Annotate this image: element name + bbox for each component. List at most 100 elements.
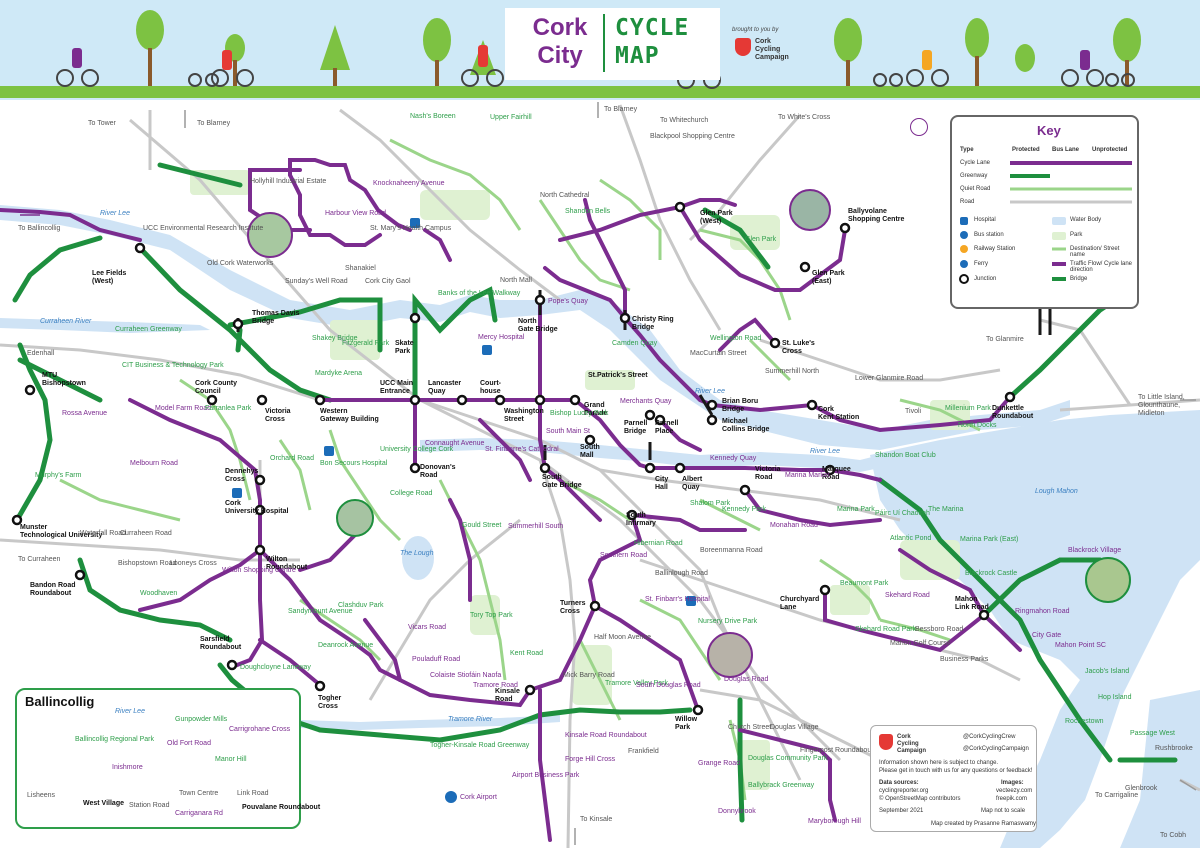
place-hollyhill: Hollyhill Industrial Estate: [250, 178, 327, 185]
place-st-finbarrs-hospital: St. Finbarr's Hospital: [645, 596, 710, 603]
junction-lee-fields: [134, 242, 146, 254]
place-summerhill: Summerhill North: [765, 368, 820, 375]
place-summerhill-south: Summerhill South: [508, 523, 564, 530]
photo-schoolbay: [336, 499, 374, 537]
hospital-icon: [686, 596, 696, 606]
place-rushbrooke: Rushbrooke: [1155, 745, 1193, 752]
place-connaught: Connaught Avenue: [425, 440, 485, 447]
junction-victoria-road: [739, 484, 751, 496]
junction-churchyard: [819, 584, 831, 596]
photo-bus-lane: [789, 189, 831, 231]
junction-mtu-tech: [11, 514, 23, 526]
label-glen-west: Glen Park(West): [700, 210, 733, 225]
to-whitechurch-label: To Whitechurch: [660, 117, 709, 124]
junction-albert-quay: [674, 462, 686, 474]
junction-skate-park: [409, 312, 421, 324]
direction-arrows: [20, 102, 1197, 845]
junction-south-mall: [584, 434, 596, 446]
the-lough-water: [402, 536, 434, 580]
credit-twitter[interactable]: @CorkCyclingCrew: [963, 734, 1016, 740]
place-mercy: Mercy Hospital: [478, 334, 525, 341]
credit-s1: cyclingreporter.org: [879, 788, 929, 794]
junction-glen-east: [799, 261, 811, 273]
label-glen-east: Glen Park(East): [812, 270, 845, 285]
tree-icon: [1015, 44, 1035, 72]
place-popes-quay: Pope's Quay: [548, 298, 588, 305]
place-marina-market: Marina Market: [785, 472, 830, 479]
place-shalom: Shalom Park: [690, 500, 731, 507]
tramore-river: [300, 715, 560, 730]
key-title: Key: [1037, 123, 1061, 138]
place-douglas-village: Douglas Village: [770, 724, 819, 731]
key-row-road: Road: [960, 199, 975, 205]
place-douglas-road: Douglas Road: [724, 676, 769, 683]
junction-bandon-road: [74, 569, 86, 581]
place-ucc-env: UCC Environmental Research Institute: [143, 225, 264, 232]
tree-icon: [1113, 18, 1141, 62]
place-wellington: Wellington Road: [710, 335, 762, 342]
place-doughcloyne: Doughcloyne Laneway: [240, 664, 311, 671]
place-maryborough: Maryborough Hill: [808, 818, 861, 825]
place-hibernian: Hibernian Road: [634, 540, 683, 547]
key-bridge: Bridge: [1070, 276, 1088, 282]
junction-kinsale-road: [524, 684, 536, 696]
place-river-lee-3: River Lee: [810, 448, 840, 455]
photo-insets: [247, 189, 1131, 678]
place-kennedy-quay: Kennedy Quay: [710, 455, 757, 462]
credit-date: September 2021: [879, 808, 924, 814]
photo-greenway: [1085, 557, 1131, 603]
junction-parnell-place: [654, 414, 666, 426]
junction-togher: [314, 680, 326, 692]
place-shandon-boat: Shandon Boat Club: [875, 452, 936, 459]
place-maccurtain: MacCurtain Street: [690, 350, 747, 357]
place-mahon-golf: Mahon Golf Course: [890, 640, 951, 647]
junction-wilton: [254, 544, 266, 556]
brought-by-text: brought to you by: [732, 27, 779, 33]
label-lee-fields: Lee Fields(West): [92, 270, 127, 285]
credit-facebook[interactable]: @CorkCyclingCampaign: [963, 746, 1029, 752]
place-sandymount: Sandymount Avenue: [288, 608, 353, 615]
place-waterfall: Waterfall Road: [80, 530, 127, 537]
place-knocknaheeny-ave: Knocknaheeny Avenue: [373, 180, 445, 187]
harbour-east: [1120, 690, 1200, 848]
place-lower-glanmire: Lower Glanmire Road: [855, 375, 924, 382]
to-cobh-label: To Cobh: [1160, 832, 1187, 839]
ball-old-fort: Old Fort Road: [167, 740, 211, 747]
greenways: [12, 162, 1178, 823]
place-grange: Grange Road: [698, 760, 741, 767]
place-kent-road: Kent Road: [510, 650, 544, 657]
ball-river: River Lee: [115, 708, 145, 715]
place-blackrock-castle: Blackrock Castle: [965, 570, 1018, 577]
place-blackpool: Blackpool Shopping Centre: [650, 133, 735, 140]
to-blarney-north-label: To Blarney: [604, 106, 638, 113]
ball-link-road: Link Road: [237, 790, 269, 797]
junction-michael-collins: [706, 414, 718, 426]
credit-i1: vecteezy.com: [996, 788, 1033, 794]
key-col-type: Type: [960, 147, 974, 153]
place-pouladuff: Pouladuff Road: [412, 656, 461, 663]
key-rail: Railway Station: [974, 246, 1016, 252]
place-shandon-bells: Shandon Bells: [565, 208, 611, 215]
place-deanrock: Deanrock Avenue: [318, 642, 374, 649]
place-north-docks: North Docks: [958, 422, 997, 429]
key-row-cycle: Cycle Lane: [960, 160, 991, 166]
junction-thomas-davis: [232, 318, 244, 330]
junction-ballyvolane: [839, 222, 851, 234]
place-bon-secours: Bon Secours Hospital: [320, 460, 388, 467]
